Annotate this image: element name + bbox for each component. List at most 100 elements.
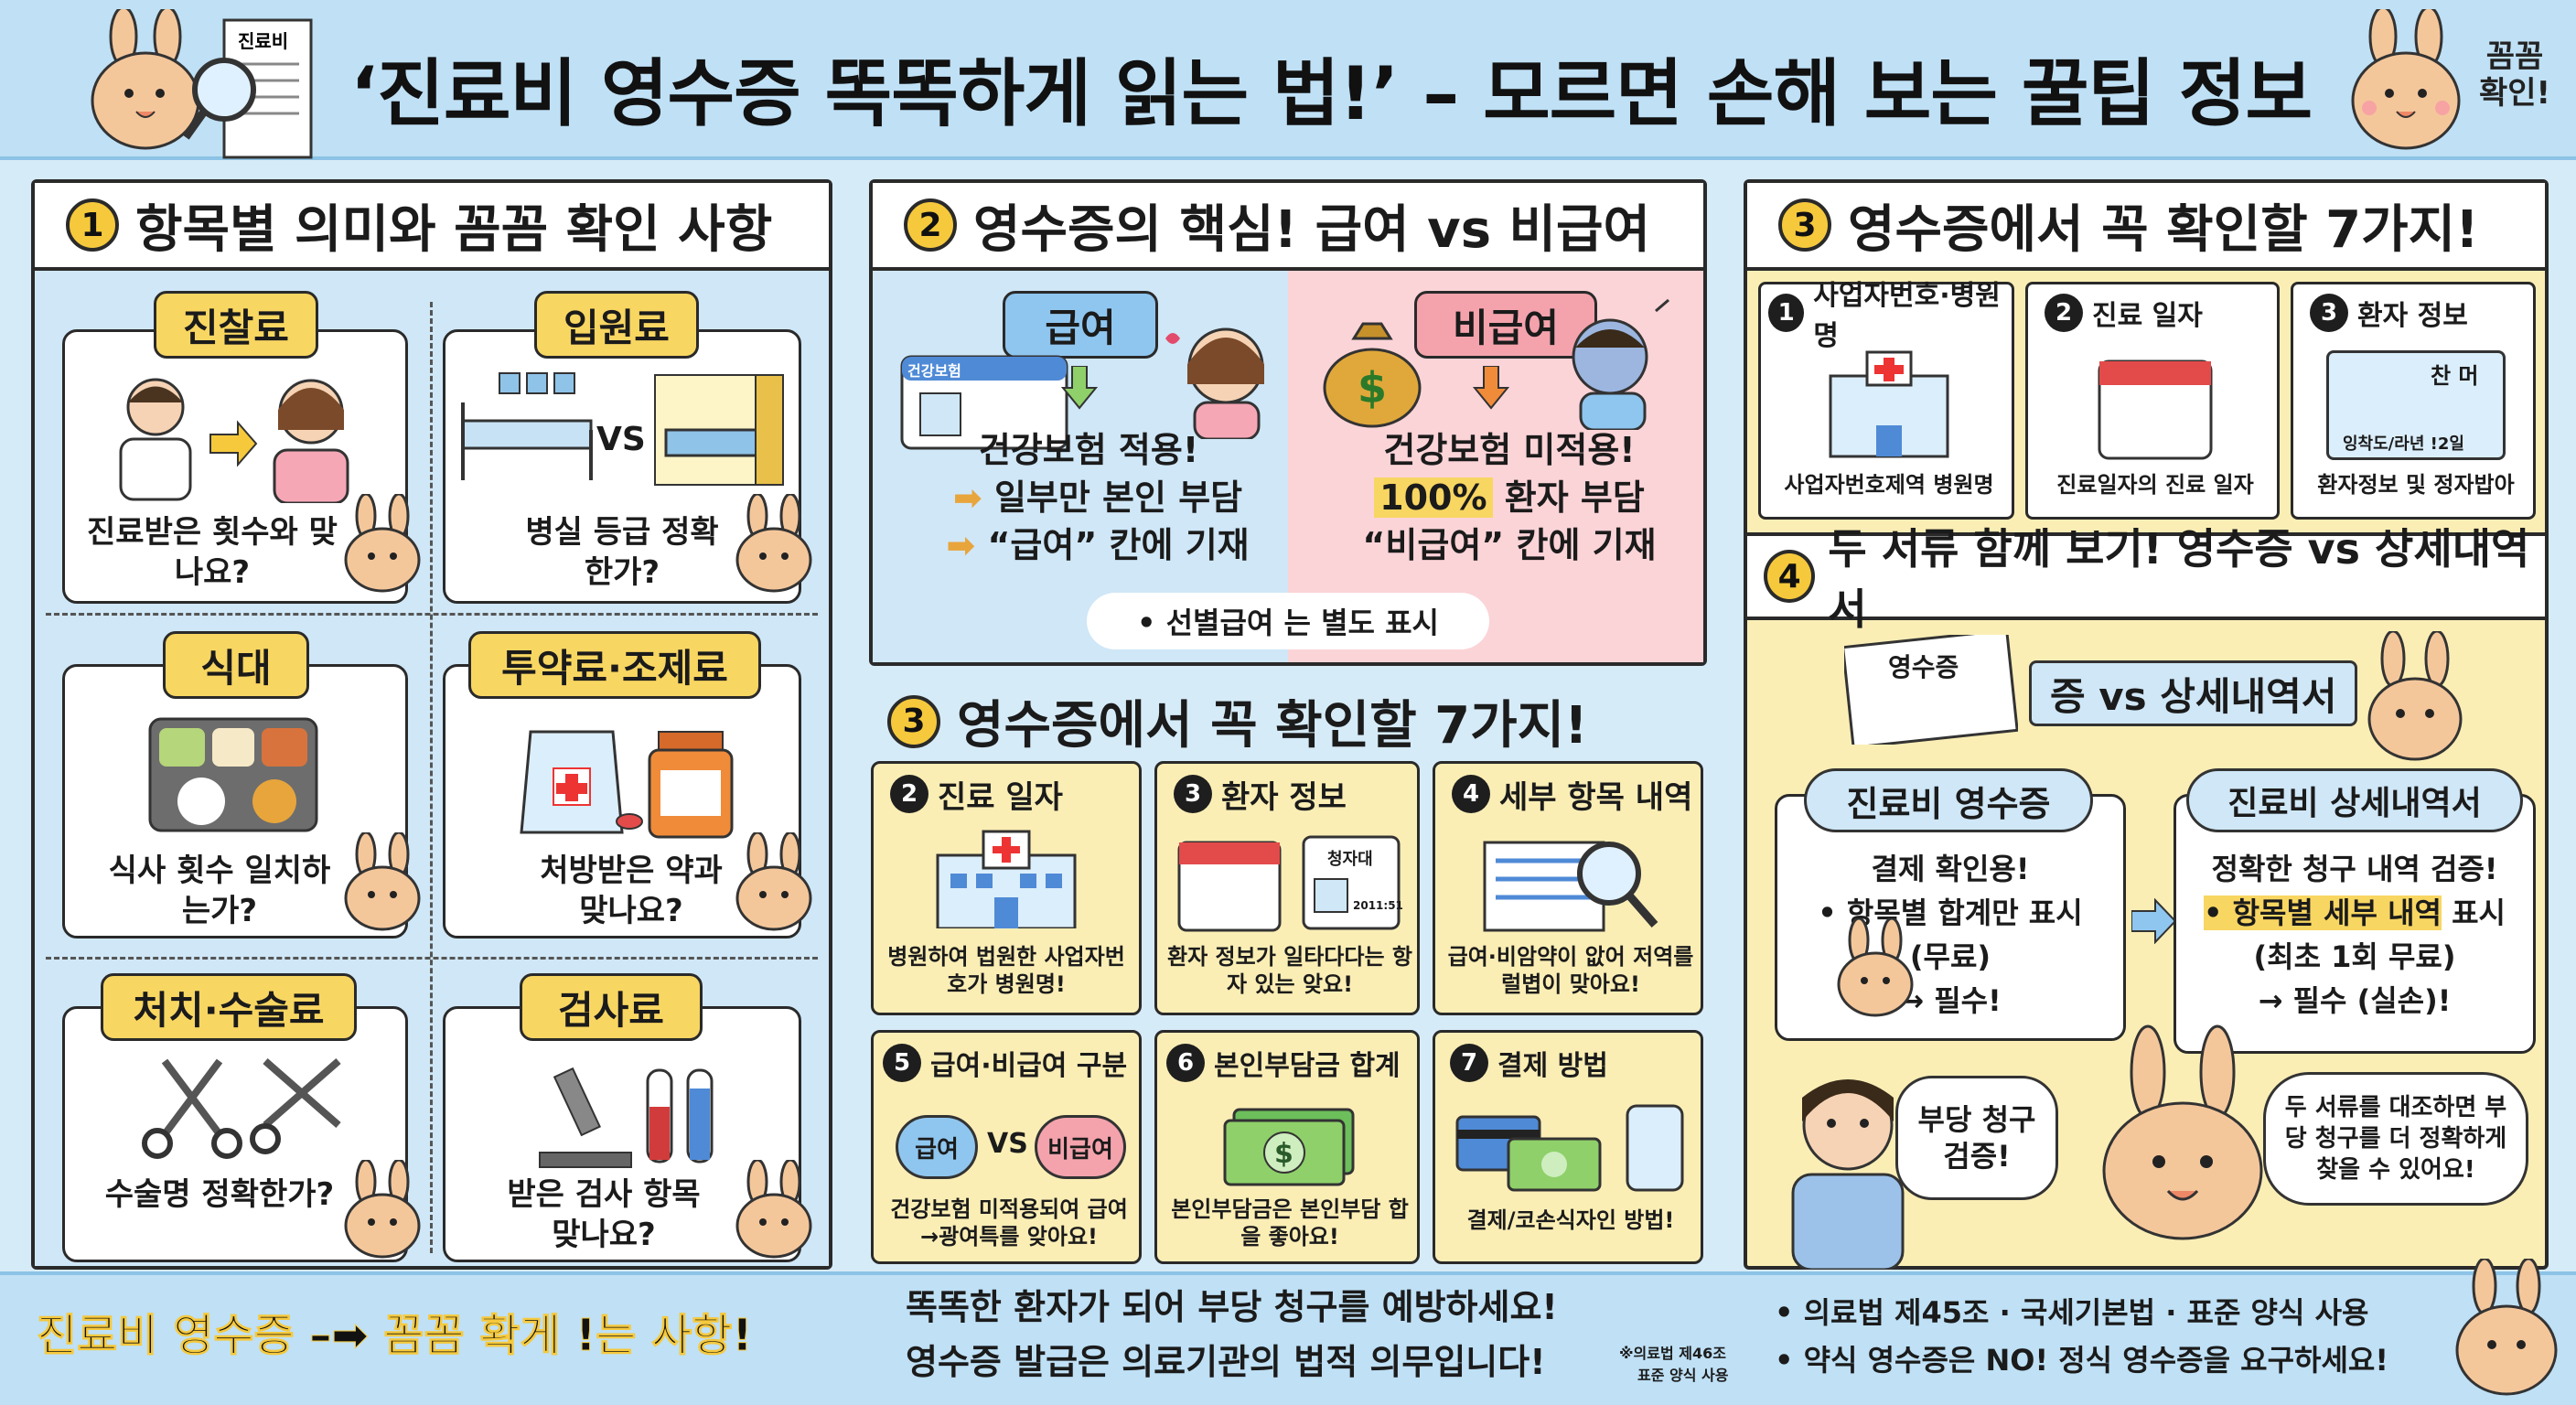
hospital-beds-icon [461,372,784,486]
arrow-down-icon [1473,366,1509,410]
bigeubyeo-line1: 건강보험 미적용! [1383,430,1636,470]
section4-number: 4 [1764,550,1816,603]
mid-card-3-title: 환자 정보 [1221,778,1347,816]
id-card-icon [2326,350,2506,460]
cash-icon: $ [1223,1108,1355,1186]
chip-jinchalryo: 진찰료 [154,291,318,359]
hospital-building-icon [1829,350,1949,458]
box-detail-head: 진료비 상세내역서 [2186,768,2523,832]
bigeubyeo-line3: “비급여” 칸에 기재 [1362,525,1657,565]
box-detail-l1: 정확한 청구 내역 검증! [2211,852,2498,886]
section2-number: 2 [904,198,957,252]
q-geomsa: 받은 검사 항목 맞나요? [507,1176,701,1253]
doctor-patient-icon [119,378,349,503]
q-ipwonryo: 병실 등급 정확한가? [525,514,719,591]
svg-text:$: $ [1358,363,1387,413]
medicine-icon [520,730,734,839]
q-tuyakryo: 처방받은 약과 맞나요? [540,853,723,929]
bunny-icon [735,832,812,931]
right-card-1-desc: 사업자번호제역 병원명 [1784,472,1994,498]
meal-tray-icon [148,717,318,832]
arrow-down-icon [1061,366,1098,410]
mid-card-5-vs: VS [987,1128,1028,1160]
section1-title: 항목별 의미와 꼼꼼 확인 사항 [135,199,773,260]
insurance-card-label: 건강보험 [907,362,961,380]
money-bag-icon: $ [1323,322,1422,428]
pharmacist-woman-icon [1791,1079,1905,1270]
worried-man-icon [1572,298,1669,430]
section2-header: 2 영수증의 핵심! 급여 vs 비급여 [873,183,1703,271]
mid-card-5-a: 급여 [896,1115,978,1179]
right-card-3-badge-sub: 잉착도/라년 !2일 [2343,434,2464,454]
section3mid-number: 3 [887,694,940,748]
mid-card-3-desc: 환자 정보가 일타다다는 항자 있는 앚요! [1167,944,1412,997]
bigeubyeo-line2: 100% 환자 부담 [1345,477,1674,518]
bunny-icon [344,832,421,931]
svg-text:$: $ [1274,1138,1293,1170]
header-band [0,0,2576,160]
happy-woman-icon [1165,327,1264,439]
mid-card-7-desc: 결제/코손식자인 방법! [1466,1207,1675,1233]
section4-banner: 증 vs 상세내역서 [2029,660,2358,726]
calendar-icon [2098,359,2213,460]
mid-card-3-badge-num: 2011:51 [1353,899,1403,912]
bunny-magnifier-icon: 진료비 [91,9,313,159]
bunny-icon [735,1160,812,1259]
geubyeo-line1: 건강보험 적용! [978,430,1199,470]
bunny-icon [2455,1259,2558,1396]
footer-note2: 표준 양식 사용 [1637,1367,1729,1384]
mid-card-3-badge: 청자대 [1327,850,1373,869]
chip-ipwonryo: 입원료 [534,291,699,359]
box-detail-l2: • 항목별 세부 내역 표시 [2204,896,2506,930]
bubble-compare: 두 서류를 대조하면 부당 청구를 더 정확하게 찾을 수 있어요! [2263,1072,2528,1206]
mid-card-2-title: 진료 일자 [938,778,1063,816]
bunny-icon [735,494,812,593]
chip-cheochi: 처치·수술료 [101,973,357,1041]
section3mid-header: 3 영수증에서 꼭 확인할 7가지! [887,684,1588,758]
mid-card-4-desc: 급여·비암약이 앖어 저역를 럴볍이 맞아요! [1447,944,1694,997]
mid-card-4-title: 세부 항목 내역 [1499,778,1693,816]
footer-mid1: 똑똑한 환자가 되어 부당 청구를 예방하세요! [906,1287,1558,1327]
bubble-verify: 부당 청구 검증! [1895,1076,2058,1200]
mid-card-6-desc: 본인부담금은 본인부담 합을 좋아요! [1171,1196,1409,1249]
right-card-2-desc: 진료일자의 진료 일자 [2056,472,2254,498]
right-card-1-title: 사업자번호·병원명 [1813,280,2001,352]
geubyeo-line3: ➡ “급여” 칸에 기재 [946,525,1250,565]
box-detail-l3: (최초 1회 무료) [2253,939,2456,974]
box-receipt-l4: → 필수! [1899,983,2002,1018]
bunny-thumbsup-icon [2351,9,2461,150]
footer-note1: ※의료법 제46조 [1619,1345,1726,1362]
chip-tuyakryo: 투약료·조제료 [468,631,761,699]
box-receipt-head: 진료비 영수증 [1804,768,2093,832]
scissors-icon [142,1057,341,1159]
bunny-icon [1837,918,1914,1017]
speech-tag: 꼼꼼 확인! [2478,38,2551,112]
section4-title: 두 서류 함께 보기! 영수증 vs 상세내역서 [1828,524,2530,634]
bunny-icon [344,494,421,593]
section3right-title: 영수증에서 꼭 확인할 7가지! [1848,199,2479,260]
q-sikdae: 식사 횟수 일치하는가? [108,853,331,929]
insurance-card-icon [900,355,1068,450]
chip-geomsa: 검사료 [520,973,703,1041]
footer-right2: • 약식 영수증은 NO! 정식 영수증을 요구하세요! [1775,1343,2388,1378]
vs-ipwonryo: VS [596,421,646,458]
receipt-doc-icon [1844,635,2018,745]
geubyeo-line2: ➡ 일부만 본인 부담 [952,477,1243,518]
box-receipt-l1: 결제 확인용! [1871,852,2030,886]
section1-header: 1 항목별 의미와 꼼꼼 확인 사항 [35,183,829,271]
section1-number: 1 [66,198,119,252]
footer-mid2: 영수증 발급은 의료기관의 법적 의무입니다! [906,1342,1546,1382]
doc-label: 진료비 [238,30,288,52]
payment-methods-icon [1455,1104,1684,1192]
section4-header: 4 두 서류 함께 보기! 영수증 vs 상세내역서 [1747,524,2545,634]
right-card-3-badge: 찬 머 [2431,363,2479,389]
mid-card-2-desc: 병원하여 법원한 사업자번호가 병원명! [887,944,1125,997]
chip-sikdae: 식대 [163,631,309,699]
